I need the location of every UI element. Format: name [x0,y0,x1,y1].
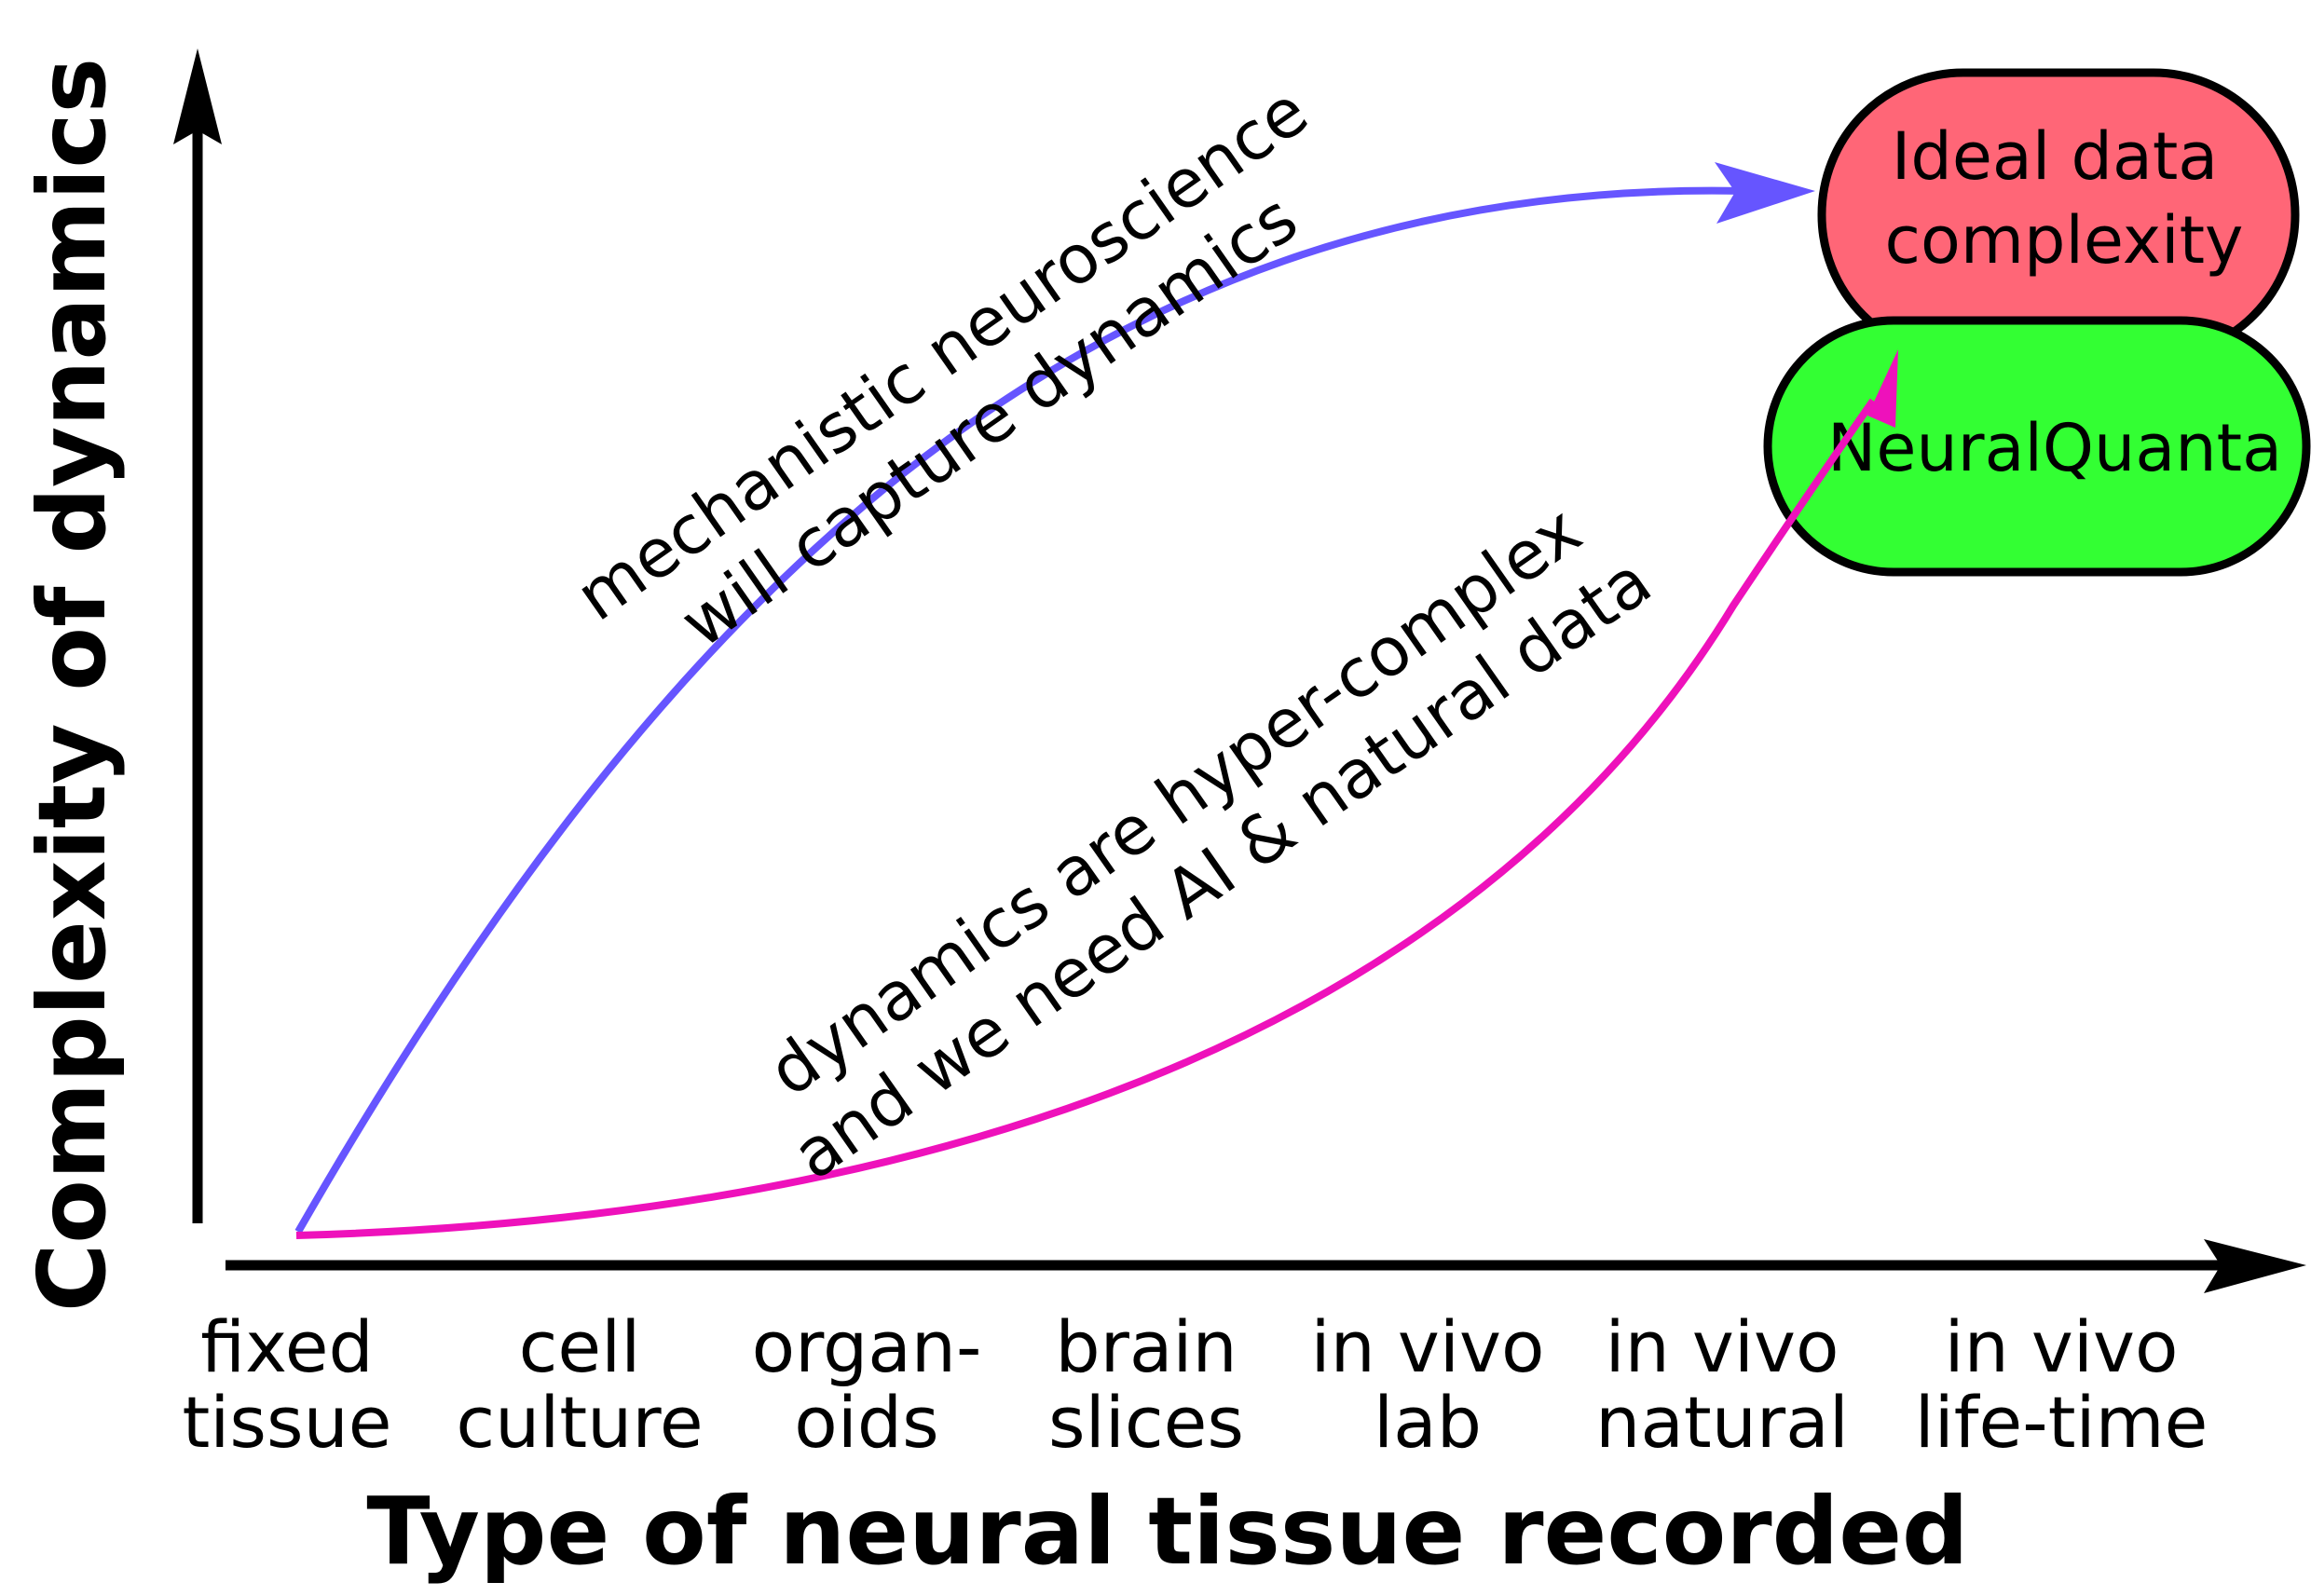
category-label-7-line2: life-time [1915,1381,2208,1464]
category-label-4-line2: slices [1048,1381,1244,1464]
category-label-6-line2: natural [1595,1381,1849,1464]
hyper-complex-curve [295,349,1898,1239]
mechanistic-annotation: mechanistic neuroscience will capture dy… [562,72,1321,663]
hyper-complex-annotation-line2: and we need AI & natural data [779,541,1665,1194]
y-axis [173,48,222,1223]
neuralquanta-label: NeuralQuanta [1827,410,2282,486]
category-label-2-line2: culture [456,1381,703,1464]
category-label-5-line1: in vivo [1310,1305,1544,1388]
category-label-3-line1: organ- [752,1305,982,1388]
category-label-1-line2: tissue [182,1381,391,1464]
y-axis-arrowhead [173,48,222,144]
mechanistic-annotation-line2: will capture dynamics [666,179,1311,662]
category-label-2-line1: cell [519,1305,641,1388]
category-label-1-line1: fixed [200,1305,374,1388]
mechanistic-annotation-line1: mechanistic neuroscience [562,72,1321,636]
category-label-5-line2: lab [1374,1381,1482,1464]
x-axis-title: Type of neural tissue recorded [366,1477,1968,1586]
x-axis [226,1239,2306,1293]
category-label-4-line1: brain [1055,1305,1237,1388]
hyper-complex-annotation-line1: dynamics are hyper-complex [755,490,1595,1111]
mechanistic-curve [294,162,1815,1234]
ideal-box-label-line1: Ideal data [1892,118,2218,195]
category-label-3-line2: oids [794,1381,938,1464]
hyper-complex-annotation: dynamics are hyper-complex and we need A… [755,490,1665,1194]
neuralquanta-box: NeuralQuanta [1763,316,2311,577]
x-axis-arrowhead [2204,1239,2306,1293]
mechanistic-curve-arrowhead [1715,162,1815,224]
y-axis-title: Complexity of dynamics [18,58,127,1312]
category-label-7-line1: in vivo [1944,1305,2178,1388]
hyper-complex-curve-arrowhead [1857,349,1898,438]
category-label-6-line1: in vivo [1605,1305,1839,1388]
ideal-data-complexity-box: Ideal data complexity [1817,68,2300,361]
ideal-box-label-line2: complexity [1885,202,2244,279]
